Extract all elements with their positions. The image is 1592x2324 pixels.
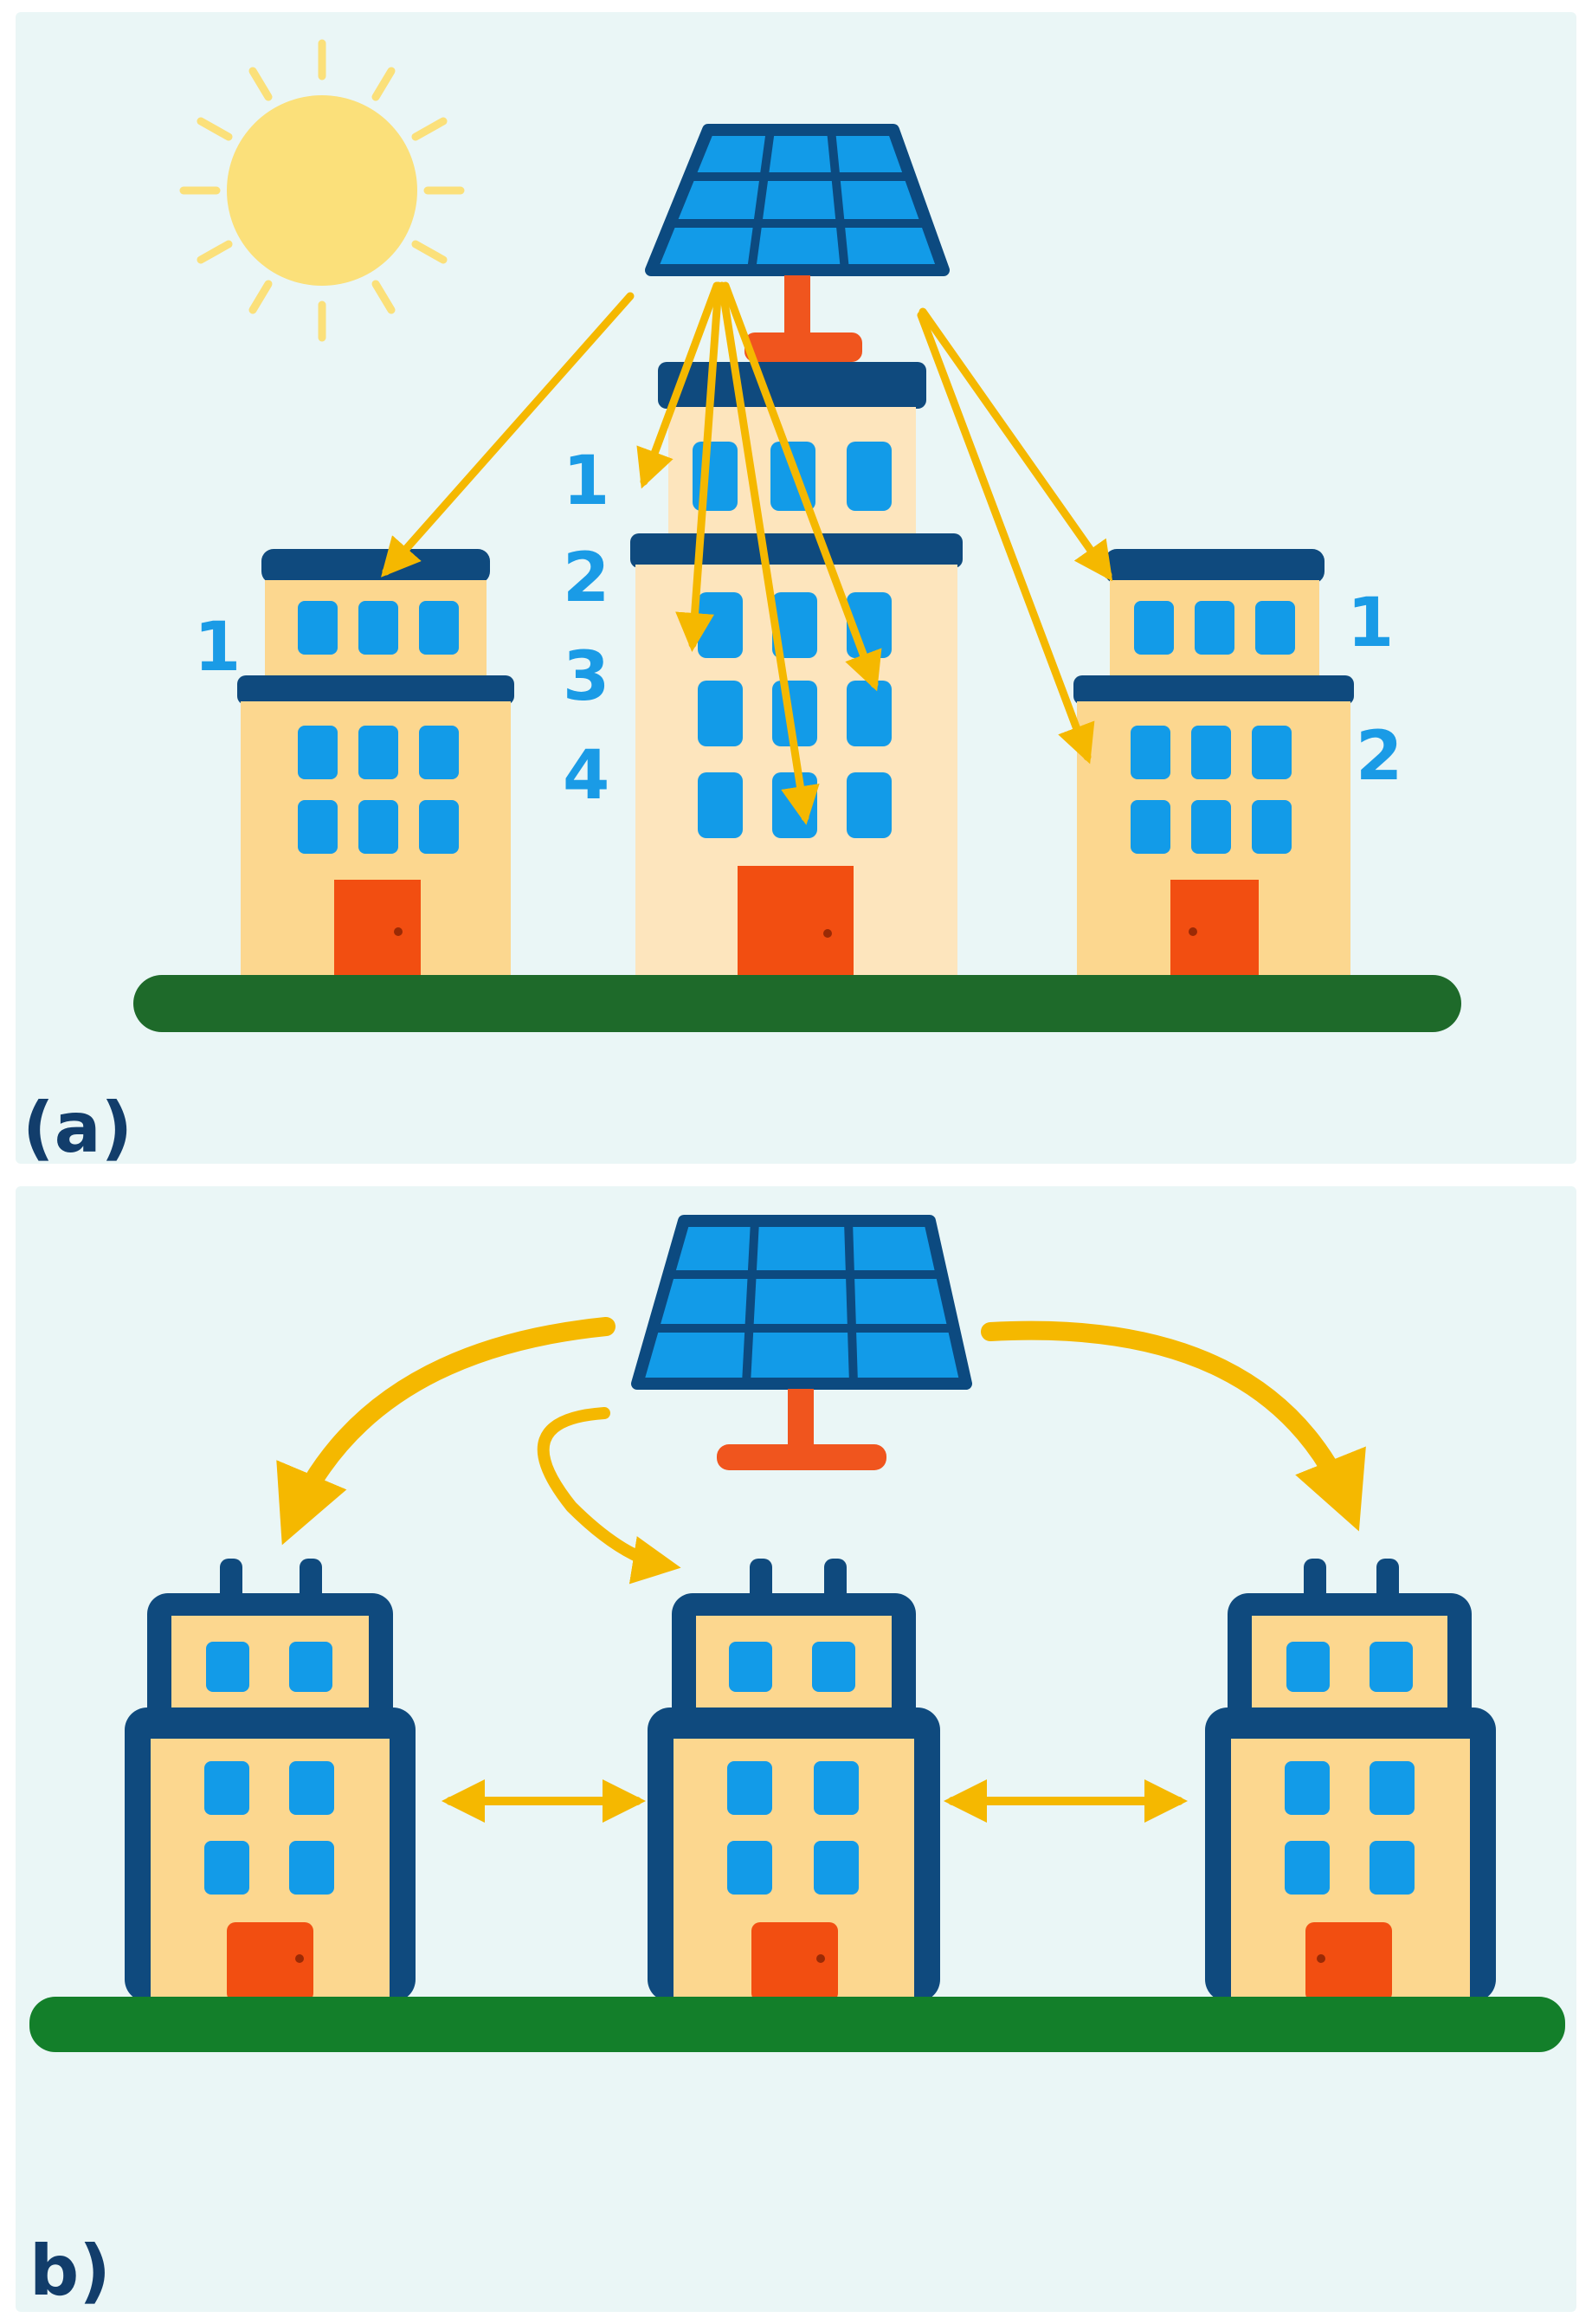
ground [29, 1997, 1565, 2052]
panel-a: 1 1 2 3 4 1 2 (a) [16, 12, 1576, 1168]
left-building [237, 549, 514, 980]
panel-a-label: (a) [23, 1088, 132, 1168]
center-building [630, 362, 963, 980]
ground [133, 975, 1461, 1032]
panel-stand [784, 275, 810, 341]
left-floor-label-1: 1 [194, 609, 241, 687]
arrow-icon [276, 1317, 616, 1546]
sun-icon [179, 39, 465, 342]
door [751, 1922, 838, 2002]
door [1305, 1922, 1392, 2002]
building-icon [1205, 1559, 1496, 2002]
arrow-icon [721, 281, 882, 692]
building-icon [125, 1559, 416, 2002]
building-icon [648, 1559, 940, 2002]
arrow-icon [917, 311, 1095, 765]
center-floor-label-2: 2 [563, 539, 609, 617]
arrow-icon [718, 281, 820, 825]
panel-b-label: b) [29, 2230, 111, 2311]
arrow-icon [381, 292, 635, 578]
arrow-icon [636, 281, 721, 489]
door [1170, 880, 1259, 980]
solar-panel-icon [645, 124, 950, 362]
right-building [1073, 549, 1354, 980]
door [334, 880, 421, 980]
right-floor-label-2: 2 [1356, 718, 1402, 796]
arrow-icon [981, 1320, 1366, 1532]
panel-b: b) [16, 1186, 1576, 2312]
center-floor-label-1: 1 [563, 442, 609, 520]
solar-panel-icon [631, 1215, 972, 1470]
arrow-icon [537, 1407, 681, 1585]
center-floor-label-4: 4 [563, 737, 609, 815]
door [738, 866, 854, 980]
right-floor-label-1: 1 [1347, 584, 1394, 662]
door [227, 1922, 313, 2002]
arrow-icon [918, 307, 1113, 582]
center-floor-label-3: 3 [563, 638, 609, 716]
arrow-icon [675, 281, 723, 652]
